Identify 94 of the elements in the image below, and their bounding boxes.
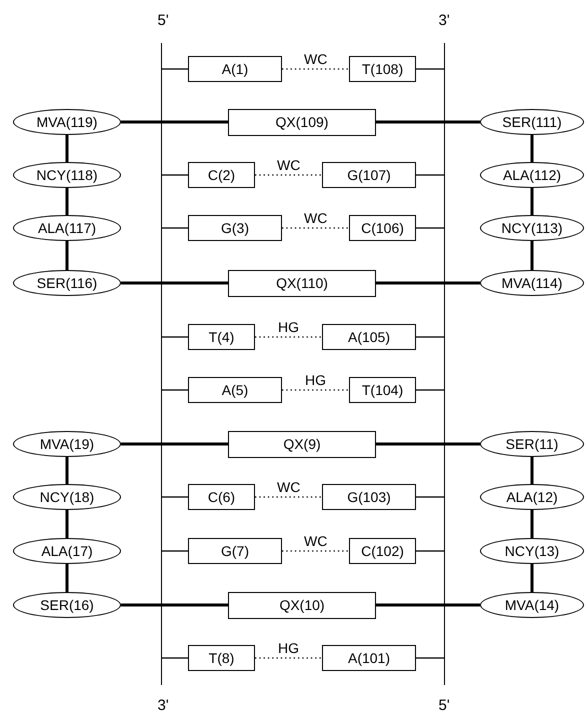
- nucleotide-box: C(2): [188, 162, 255, 188]
- nucleotide-box: T(108): [349, 56, 416, 82]
- residue-ellipse: NCY(113): [480, 215, 584, 241]
- residue-ellipse: NCY(13): [480, 538, 584, 564]
- residue-ellipse: NCY(18): [13, 484, 121, 510]
- nucleotide-box: C(102): [349, 538, 416, 564]
- connector-line: [162, 174, 188, 176]
- base-pair-line: [255, 657, 322, 659]
- peptide-link: [121, 120, 228, 124]
- peptide-link: [530, 564, 534, 592]
- peptide-link: [530, 135, 534, 162]
- edge-label: WC: [303, 52, 328, 66]
- base-pair-line: [255, 174, 322, 176]
- residue-ellipse: MVA(114): [480, 270, 584, 296]
- connector-line: [416, 174, 444, 176]
- edge-label: WC: [276, 480, 302, 494]
- peptide-link: [66, 510, 68, 538]
- peptide-link: [530, 241, 534, 270]
- residue-ellipse: ALA(117): [13, 215, 121, 241]
- nucleotide-box: A(105): [322, 324, 416, 350]
- residue-ellipse: SER(11): [480, 431, 584, 457]
- strand-end-label: 3': [438, 12, 450, 28]
- residue-ellipse: SER(111): [480, 109, 584, 135]
- edge-label: WC: [303, 211, 328, 225]
- base-pair-line: [282, 227, 349, 229]
- nucleotide-box: G(107): [322, 162, 416, 188]
- residue-ellipse: MVA(14): [480, 592, 584, 618]
- chromophore-box: QX(109): [228, 108, 376, 136]
- nucleotide-box: T(104): [349, 377, 416, 403]
- nucleotide-box: G(103): [322, 484, 416, 510]
- residue-ellipse: MVA(19): [13, 431, 121, 457]
- connector-line: [416, 496, 444, 498]
- peptide-link: [66, 188, 68, 215]
- nucleotide-box: T(4): [188, 324, 255, 350]
- peptide-link: [376, 282, 480, 284]
- connector-line: [416, 389, 444, 391]
- chromophore-box: QX(10): [228, 592, 376, 618]
- peptide-link: [376, 120, 480, 124]
- connector-line: [416, 336, 444, 338]
- nucleotide-box: C(106): [349, 215, 416, 241]
- peptide-link: [530, 457, 534, 484]
- residue-ellipse: SER(116): [13, 270, 121, 296]
- base-pair-line: [255, 336, 322, 338]
- residue-ellipse: ALA(112): [480, 162, 584, 188]
- strand-line: [161, 43, 162, 685]
- peptide-link: [66, 241, 68, 270]
- nucleotide-box: G(7): [188, 538, 282, 564]
- base-pair-line: [282, 550, 349, 552]
- residue-ellipse: ALA(17): [13, 538, 121, 564]
- connector-line: [162, 227, 188, 229]
- strand-end-label: 5': [158, 12, 169, 28]
- connector-line: [162, 68, 188, 70]
- edge-label: HG: [304, 373, 327, 387]
- chromophore-box: QX(110): [228, 270, 376, 296]
- peptide-link: [376, 604, 480, 606]
- peptide-link: [66, 564, 68, 592]
- residue-ellipse: ALA(12): [480, 484, 584, 510]
- residue-ellipse: MVA(119): [13, 109, 121, 135]
- peptide-link: [530, 188, 534, 215]
- peptide-link: [376, 442, 480, 446]
- nucleotide-box: A(5): [188, 377, 282, 403]
- connector-line: [162, 496, 188, 498]
- connector-line: [162, 336, 188, 338]
- connector-line: [416, 227, 444, 229]
- connector-line: [416, 550, 444, 552]
- residue-ellipse: SER(16): [13, 592, 121, 618]
- peptide-link: [121, 282, 228, 284]
- connector-line: [162, 657, 188, 659]
- edge-label: WC: [303, 534, 328, 548]
- connector-line: [162, 389, 188, 391]
- edge-label: HG: [277, 641, 300, 655]
- nucleotide-box: T(8): [188, 645, 255, 671]
- edge-label: WC: [276, 158, 302, 172]
- nucleotide-box: A(1): [188, 56, 282, 82]
- residue-ellipse: NCY(118): [13, 162, 121, 188]
- connector-line: [416, 657, 444, 659]
- nucleotide-box: G(3): [188, 215, 282, 241]
- nucleotide-box: A(101): [322, 645, 416, 671]
- peptide-link: [121, 442, 228, 446]
- strand-end-label: 5': [438, 696, 450, 714]
- connector-line: [416, 68, 444, 70]
- strand-line: [444, 43, 445, 685]
- peptide-link: [66, 457, 68, 484]
- chromophore-box: QX(9): [228, 430, 376, 458]
- peptide-link: [530, 510, 534, 538]
- peptide-link: [121, 604, 228, 606]
- strand-end-label: 3': [158, 696, 169, 714]
- connector-line: [162, 550, 188, 552]
- edge-label: HG: [277, 320, 300, 334]
- nucleotide-box: C(6): [188, 484, 255, 510]
- peptide-link: [66, 135, 68, 162]
- base-pair-line: [255, 496, 322, 498]
- base-pair-line: [282, 68, 349, 70]
- base-pair-line: [282, 389, 349, 391]
